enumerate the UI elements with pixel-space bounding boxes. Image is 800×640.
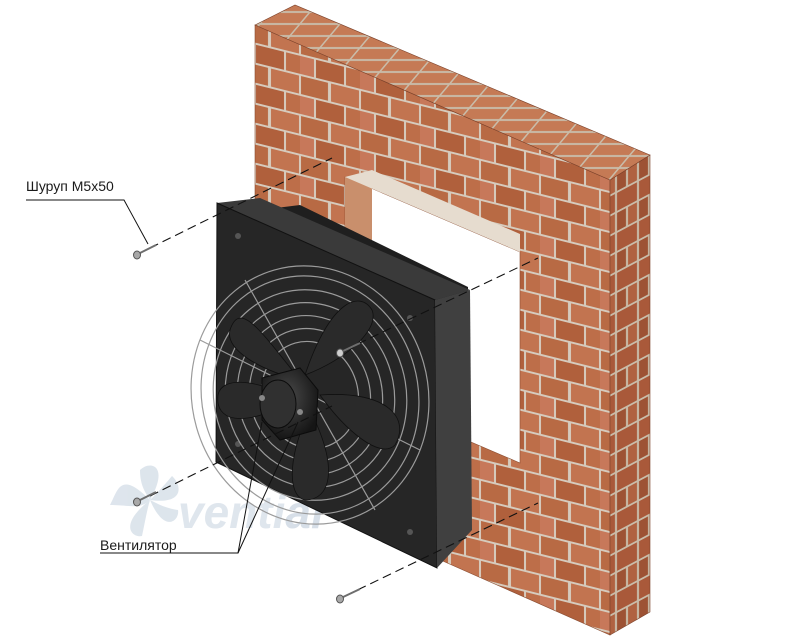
screw-callout-label: Шуруп M5x50 <box>26 178 114 194</box>
mounting-guide-lines <box>149 157 539 597</box>
screw-top-right <box>336 342 361 358</box>
opening-reveal-top <box>345 170 520 252</box>
mount-hole-top-left <box>235 233 241 239</box>
fan-guard <box>190 265 430 525</box>
screw-callout-leader <box>26 199 149 245</box>
screw-top-left <box>133 244 157 260</box>
fan-callout-label: Вентилятор <box>100 537 177 553</box>
screw-bottom-right <box>336 588 361 604</box>
watermark-fan-icon <box>110 465 179 537</box>
screw-bottom-left <box>133 491 157 507</box>
fan-housing-top <box>217 198 470 300</box>
fan-plate-edge <box>435 290 472 568</box>
callout-leaders <box>26 199 299 554</box>
wall-side-face <box>609 154 651 636</box>
watermark-text-main: venti <box>178 486 287 538</box>
axial-fan-icon <box>190 198 472 569</box>
fan-callout-leader-2 <box>237 421 299 554</box>
mount-hole-bottom-right <box>407 529 413 535</box>
fan-motor <box>259 367 319 441</box>
wall-top-face <box>254 4 651 181</box>
screw-icon <box>133 244 361 604</box>
